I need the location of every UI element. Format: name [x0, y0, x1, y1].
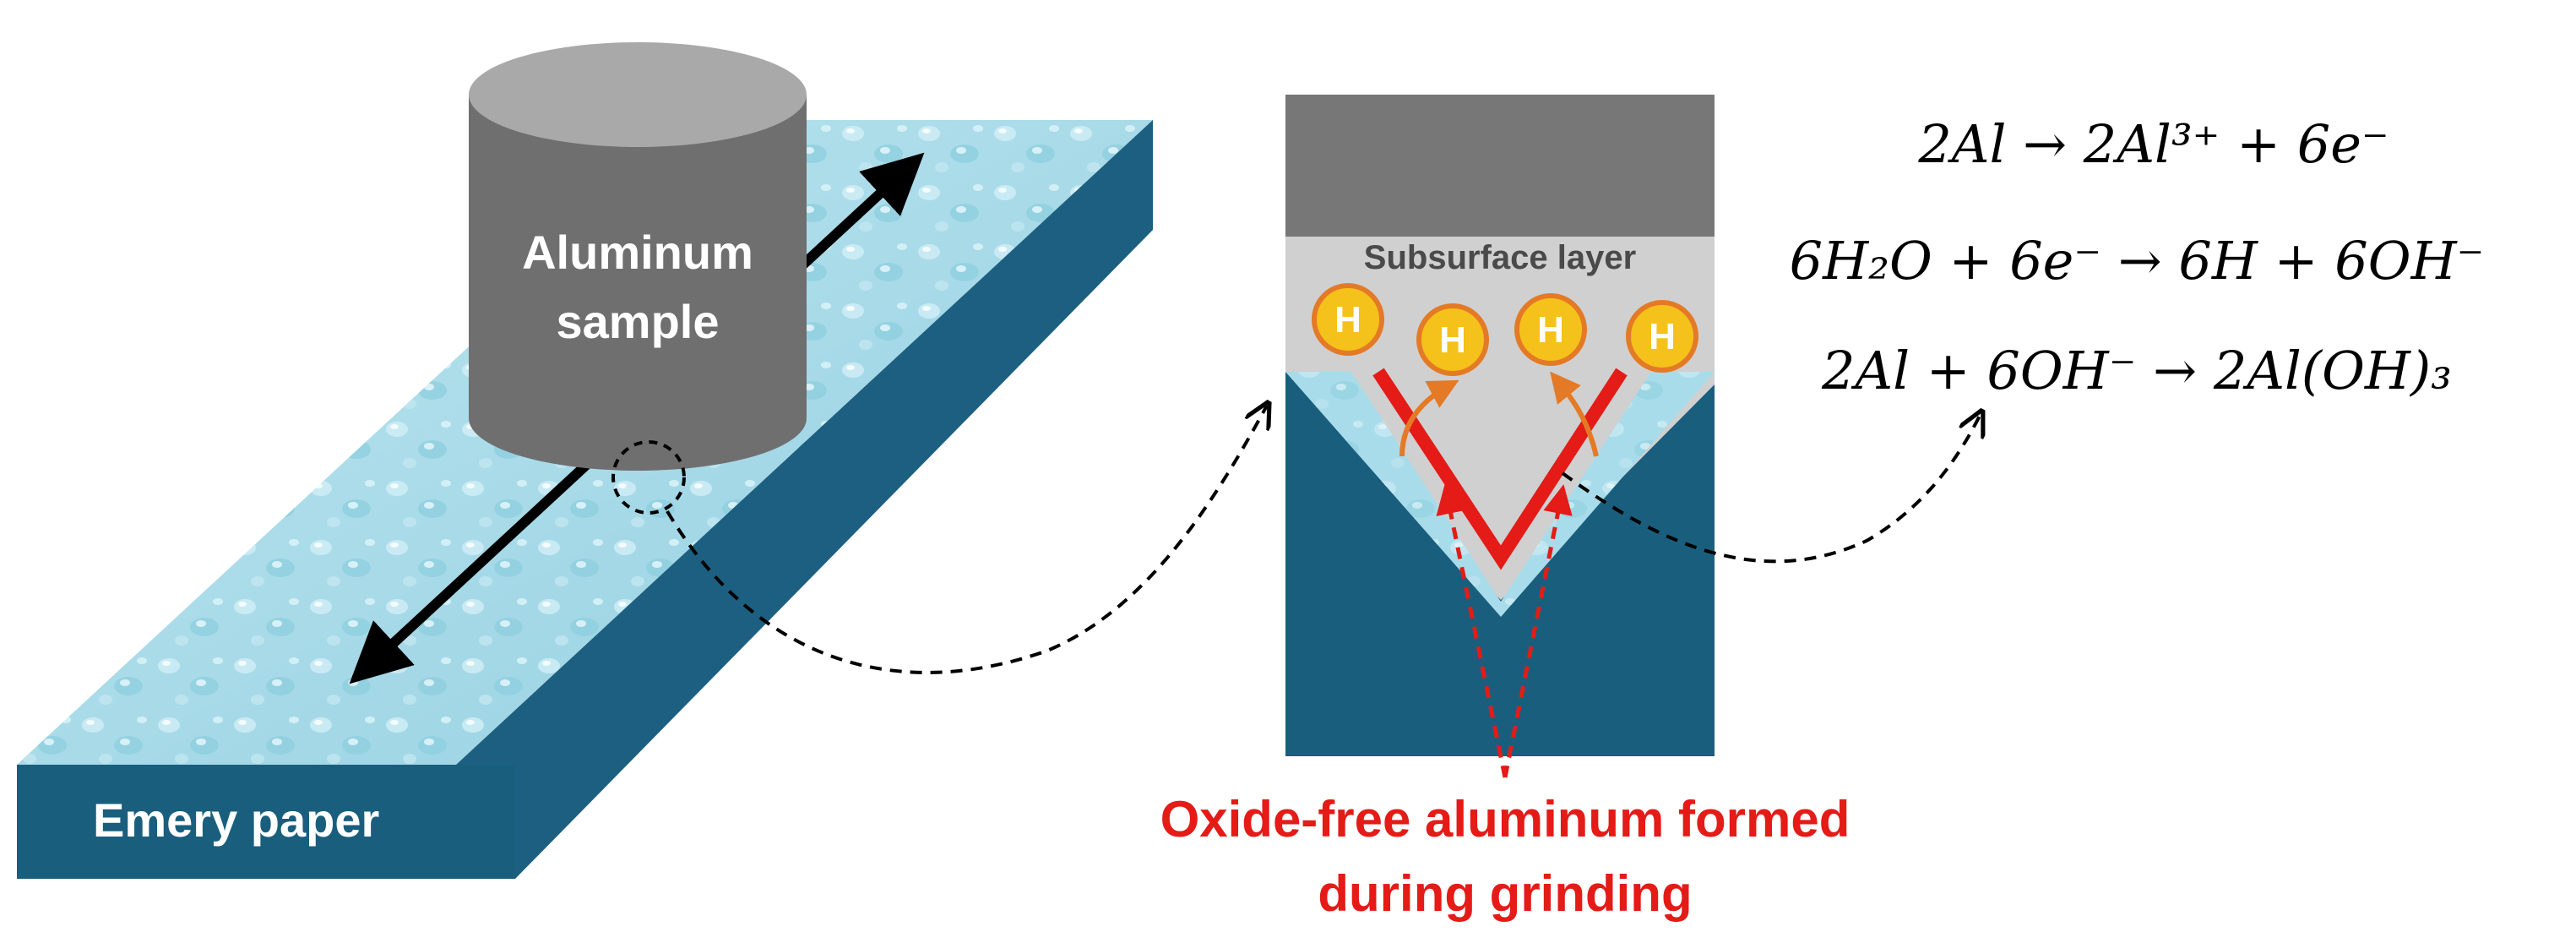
oxide-pointer-arrow: [1436, 484, 1508, 778]
oxide-free-label-line1: Oxide-free aluminum formed: [1160, 791, 1850, 848]
hydrogen-atom: H: [1626, 300, 1698, 373]
emery-paper-label: Emery paper: [93, 793, 379, 847]
hydrogen-release-arrow: [1550, 371, 1599, 457]
hydrogen-atom: H: [1312, 283, 1384, 356]
water-groove-texture: [1285, 372, 1715, 617]
emery-paper-front: [17, 765, 515, 879]
oxide-free-label-line2: during grinding: [1318, 865, 1692, 922]
svg-text:H: H: [1439, 319, 1466, 361]
svg-text:H: H: [1649, 316, 1676, 357]
connector-arrow-to-equations: [1561, 414, 1981, 564]
cylinder-top: [469, 42, 807, 147]
aluminum-wedge: [1285, 372, 1715, 600]
oxide-free-surface: [1372, 368, 1628, 570]
equation-3: 2Al + 6OH⁻ → 2Al(OH)₃: [1821, 340, 2452, 401]
hydrogen-atom: H: [1514, 293, 1587, 366]
equation-1: 2Al → 2Al³⁺ + 6e⁻: [1917, 113, 2389, 175]
reaction-equations: 2Al → 2Al³⁺ + 6e⁻ 6H₂O + 6e⁻ → 6H + 6OH⁻…: [1790, 113, 2485, 401]
zoom-focus-circle: [611, 440, 686, 515]
svg-text:H: H: [1537, 309, 1564, 351]
hydrogen-release-arrow: [1399, 379, 1459, 457]
subsurface-layer-label: Subsurface layer: [1364, 239, 1636, 276]
zoom-aluminum-bulk: [1285, 95, 1715, 237]
zoom-panel: Subsurface layer H H H H: [1285, 95, 1715, 756]
sample-label-line1: Aluminum: [522, 226, 753, 279]
equation-2: 6H₂O + 6e⁻ → 6H + 6OH⁻: [1790, 230, 2485, 292]
hydrogen-atom: H: [1416, 303, 1489, 376]
connector-arrow-to-zoom: [666, 406, 1267, 674]
svg-text:H: H: [1334, 299, 1361, 341]
cylinder-body: [469, 95, 807, 471]
oxide-pointer-arrow: [1503, 484, 1573, 778]
aluminum-sample: Aluminum sample: [469, 42, 807, 471]
sample-label-line2: sample: [557, 295, 720, 348]
